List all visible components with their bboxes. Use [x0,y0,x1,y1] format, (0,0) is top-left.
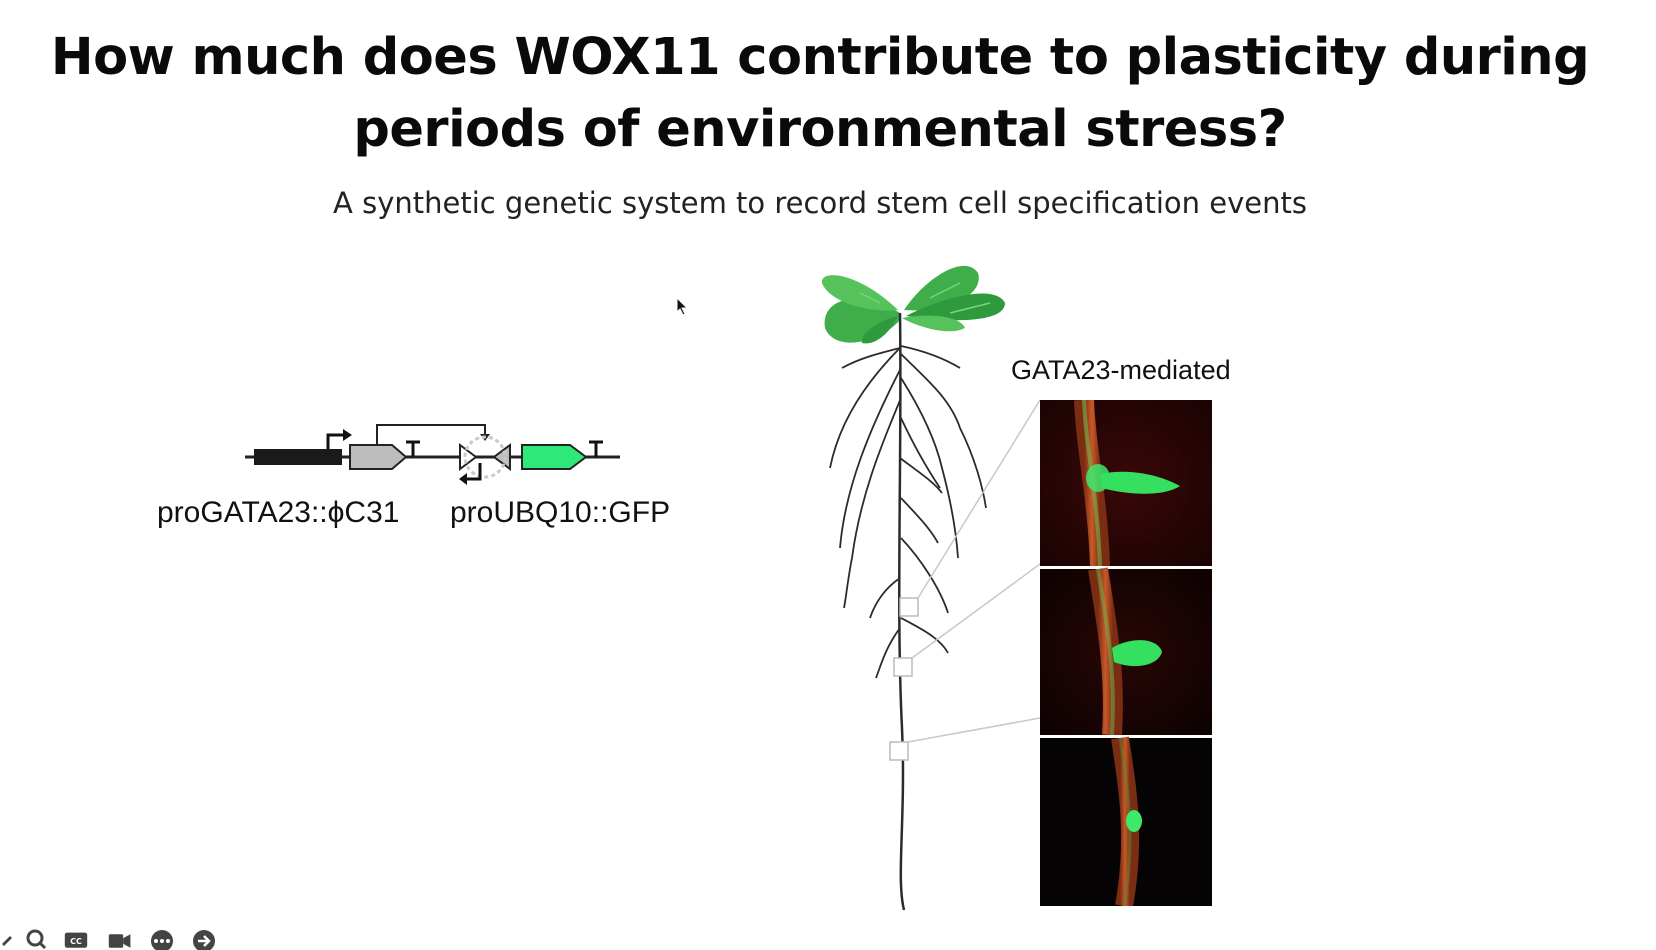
gfp-coding-arrow [521,444,588,470]
tss-arrow [326,433,345,449]
construct-label-right: proUBQ10::GFP [450,496,671,529]
title-line-2: periods of environmental stress? [353,100,1287,159]
inversion-circle [463,435,507,479]
site-box-2 [893,657,913,677]
microscopy-panel-2 [1040,567,1212,736]
microscopy-panel-3 [1040,736,1212,906]
regulation-arc [376,424,486,445]
title-line-1: How much does WOX11 contribute to plasti… [50,28,1590,87]
mouse-cursor-icon [676,297,689,316]
more-icon[interactable] [150,928,174,950]
terminator-2 [589,440,603,457]
construct-label-left: proGATA23::ϕC31 [157,496,400,529]
rosette-leaves [821,265,1005,344]
camera-icon[interactable] [108,928,132,950]
plant-illustration [821,265,1041,911]
att-site-left [459,443,478,471]
promoter-block [254,449,342,465]
svg-text:CC: CC [70,937,82,946]
slide-title: How much does WOX11 contribute to plasti… [0,22,1640,166]
terminator-1 [406,440,420,457]
phic31-coding-arrow [349,444,408,470]
next-icon[interactable] [192,928,216,950]
site-box-3 [889,741,909,761]
slide-subtitle: A synthetic genetic system to record ste… [333,186,1307,220]
primary-root [898,312,906,911]
genetic-construct-diagram [245,424,620,485]
microscopy-panel-1 [1040,400,1212,567]
lateral-roots [829,345,987,679]
site-box-1 [899,597,919,617]
att-site-right [492,443,511,471]
closed-caption-icon[interactable]: CC [64,928,88,950]
search-icon[interactable] [24,928,48,950]
pen-icon[interactable] [0,928,24,950]
microscopy-panel-label: GATA23-mediated [1011,355,1231,385]
presentation-toolbar: CC [0,928,240,950]
microscopy-panels [1040,400,1212,906]
